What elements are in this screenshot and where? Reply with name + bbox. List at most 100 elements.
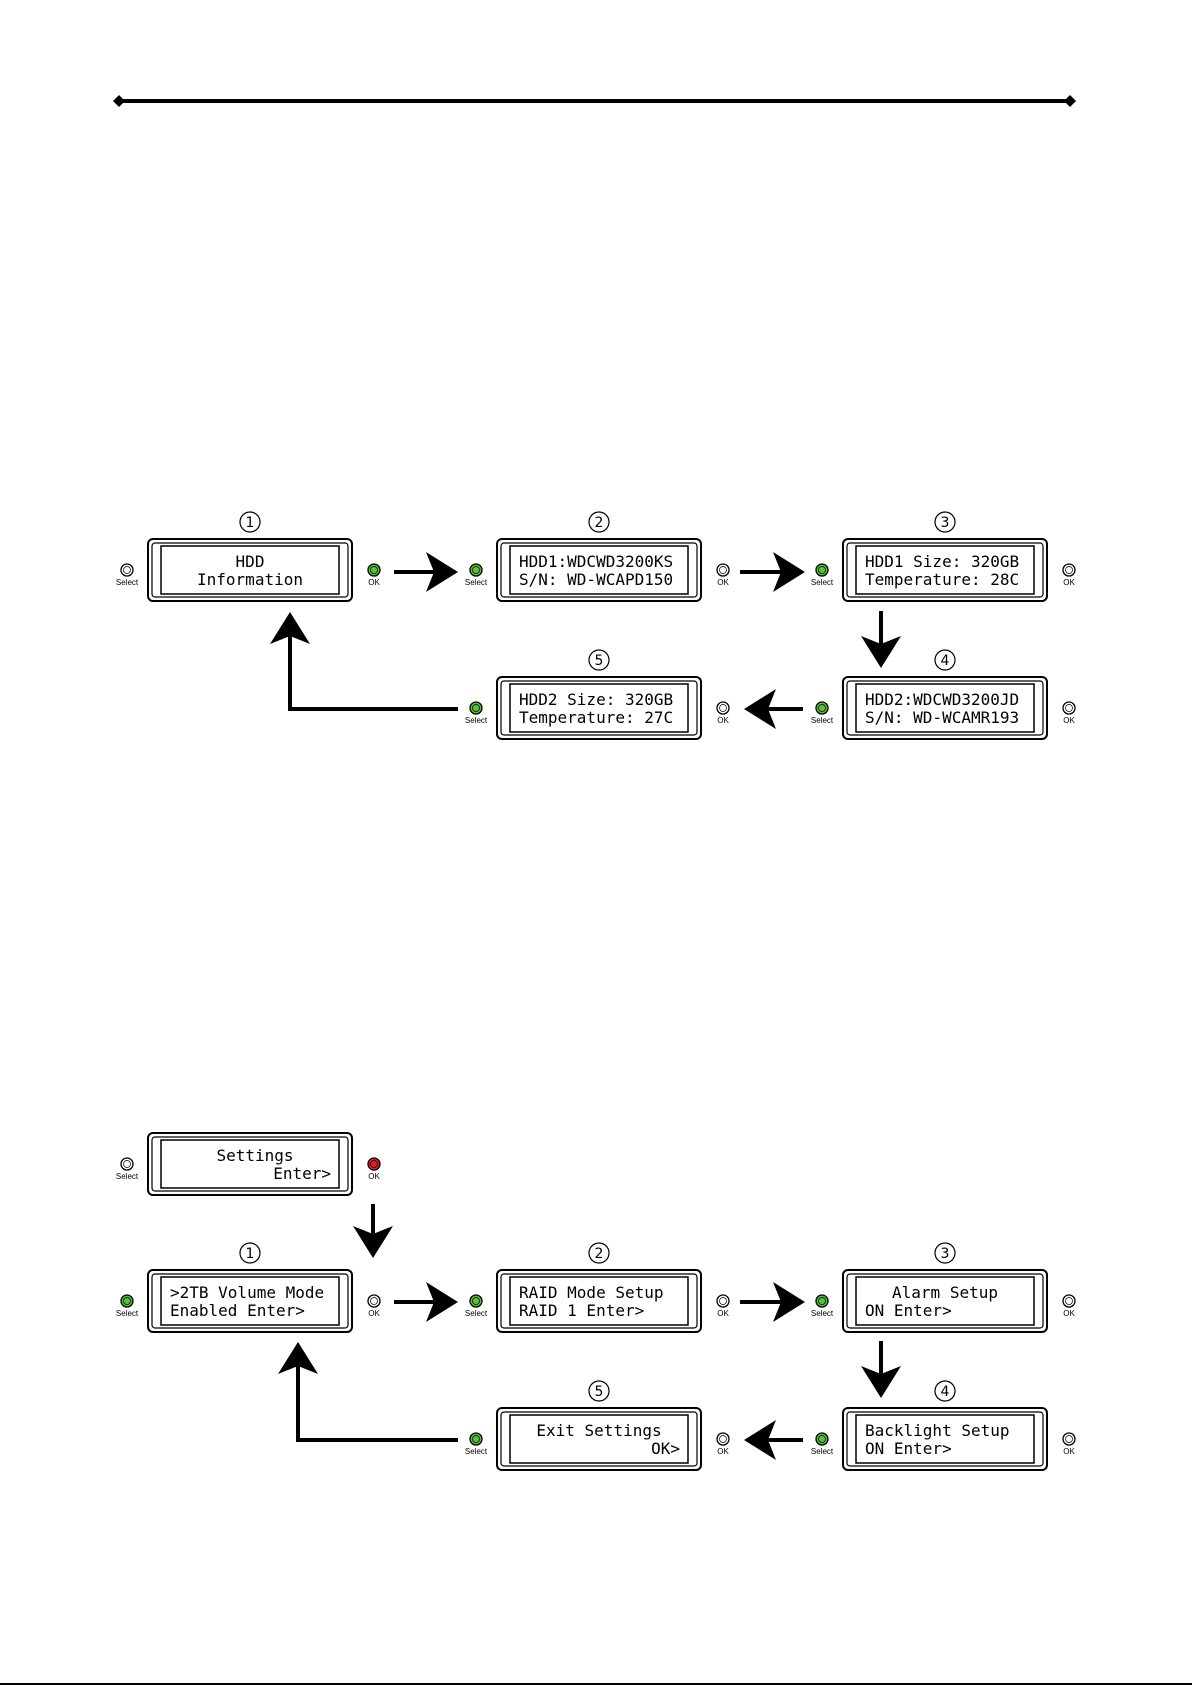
ok-led-icon <box>716 1294 730 1308</box>
select-led-ring-icon <box>818 704 826 712</box>
ok-button[interactable]: OK <box>1062 1432 1076 1456</box>
select-led-ring-icon <box>123 566 131 574</box>
select-label: Select <box>811 578 834 587</box>
ok-button[interactable]: OK <box>716 1432 730 1456</box>
ok-led-icon <box>367 1157 381 1171</box>
lcd-line-1: HDD2 Size: 320GB <box>519 690 673 709</box>
lcd-line-1: HDD <box>236 552 265 571</box>
ok-led-icon <box>1062 1432 1076 1446</box>
ok-button[interactable]: OK <box>367 563 381 587</box>
ok-button[interactable]: OK <box>1062 1294 1076 1318</box>
lcd-bezel-inner <box>846 542 1044 598</box>
select-led-icon <box>815 1294 829 1308</box>
select-button[interactable]: Select <box>116 563 139 587</box>
lcd-bezel-inner <box>151 542 349 598</box>
select-led-icon <box>815 701 829 715</box>
ok-label: OK <box>717 716 729 725</box>
select-button[interactable]: Select <box>116 1294 139 1318</box>
lcd-display <box>855 683 1035 733</box>
select-led-icon <box>469 701 483 715</box>
select-button[interactable]: Select <box>465 563 488 587</box>
arrow-up-icon <box>278 1342 458 1442</box>
lcd-line-1: Exit Settings <box>536 1421 661 1440</box>
ok-label: OK <box>717 1309 729 1318</box>
ok-led-ring-icon <box>370 1160 378 1168</box>
ok-led-ring-icon <box>1065 1297 1073 1305</box>
ok-led-icon <box>367 563 381 577</box>
lcd-line-2: ON Enter> <box>865 1439 952 1458</box>
lcd-line-1: HDD2:WDCWD3200JD <box>865 690 1019 709</box>
select-led-ring-icon <box>472 566 480 574</box>
lcd-bezel-inner <box>846 1411 1044 1467</box>
select-led-ring-icon <box>818 1435 826 1443</box>
lcd-bezel-inner <box>500 1273 698 1329</box>
lcd-bezel-inner <box>151 1273 349 1329</box>
ok-button[interactable]: OK <box>367 1294 381 1318</box>
select-led-ring-icon <box>472 704 480 712</box>
lcd-line-2: RAID 1 Enter> <box>519 1301 644 1320</box>
arrow-up-icon <box>270 612 458 711</box>
step-number: 1 <box>246 1246 255 1262</box>
ok-led-ring-icon <box>370 1297 378 1305</box>
ok-label: OK <box>1063 1447 1075 1456</box>
select-button[interactable]: Select <box>811 563 834 587</box>
select-label: Select <box>116 1172 139 1181</box>
ok-button[interactable]: OK <box>1062 563 1076 587</box>
select-button[interactable]: Select <box>116 1157 139 1181</box>
ok-label: OK <box>717 1447 729 1456</box>
select-button[interactable]: Select <box>811 1432 834 1456</box>
lcd-line-2: OK> <box>651 1439 680 1458</box>
ok-button[interactable]: OK <box>716 563 730 587</box>
step-circle-icon <box>588 1380 610 1402</box>
ok-button[interactable]: OK <box>716 1294 730 1318</box>
select-label: Select <box>811 1447 834 1456</box>
ok-label: OK <box>368 1309 380 1318</box>
select-led-icon <box>815 563 829 577</box>
ok-led-icon <box>716 1432 730 1446</box>
lcd-bezel-inner <box>151 1136 349 1192</box>
ok-led-ring-icon <box>719 566 727 574</box>
ok-led-icon <box>367 1294 381 1308</box>
ok-button[interactable]: OK <box>716 701 730 725</box>
select-button[interactable]: Select <box>811 1294 834 1318</box>
ok-button[interactable]: OK <box>367 1157 381 1181</box>
ok-led-ring-icon <box>1065 704 1073 712</box>
lcd-line-1: Settings <box>216 1146 293 1165</box>
step-number: 4 <box>941 653 950 669</box>
select-button[interactable]: Select <box>465 1432 488 1456</box>
select-label: Select <box>811 716 834 725</box>
ok-label: OK <box>368 578 380 587</box>
lcd-line-1: >2TB Volume Mode <box>170 1283 324 1302</box>
step-circle-icon <box>239 511 261 533</box>
ok-led-icon <box>716 563 730 577</box>
select-button[interactable]: Select <box>811 701 834 725</box>
step-number: 3 <box>941 1246 950 1262</box>
ok-led-ring-icon <box>719 1435 727 1443</box>
ok-button[interactable]: OK <box>1062 701 1076 725</box>
ok-led-icon <box>1062 701 1076 715</box>
step-number: 2 <box>595 1246 604 1262</box>
lcd-line-1: HDD1 Size: 320GB <box>865 552 1019 571</box>
step-number: 4 <box>941 1384 950 1400</box>
select-led-ring-icon <box>123 1160 131 1168</box>
lcd-bezel-inner <box>500 680 698 736</box>
step-number: 1 <box>246 515 255 531</box>
lcd-line-1: RAID Mode Setup <box>519 1283 664 1302</box>
step-number: 2 <box>595 515 604 531</box>
select-button[interactable]: Select <box>465 701 488 725</box>
lcd-bezel-inner <box>846 1273 1044 1329</box>
ok-label: OK <box>717 578 729 587</box>
select-button[interactable]: Select <box>465 1294 488 1318</box>
header-rule <box>113 95 1076 107</box>
lcd-display <box>855 1414 1035 1464</box>
step-circle-icon <box>934 1242 956 1264</box>
select-label: Select <box>465 1447 488 1456</box>
